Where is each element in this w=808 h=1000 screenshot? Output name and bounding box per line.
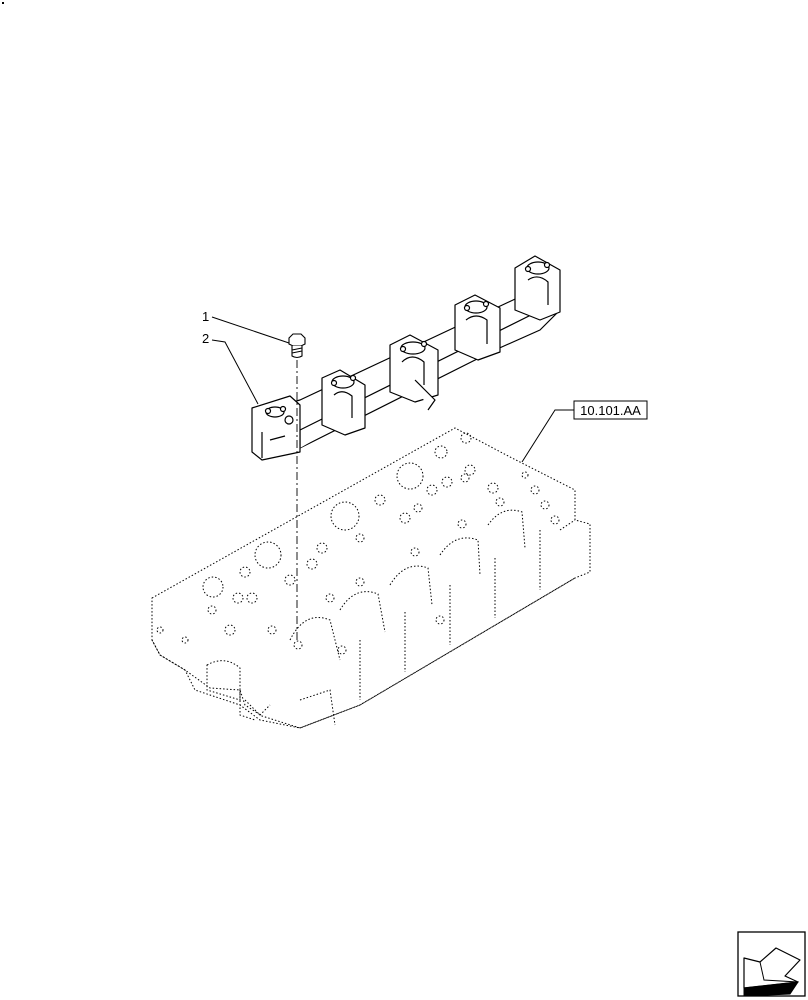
corner-mark	[2, 2, 4, 4]
reference-callout[interactable]: 10.101.AA	[521, 400, 648, 463]
deck-holes	[156, 432, 560, 655]
callout-1-leader	[211, 316, 290, 344]
callout-1: 1	[202, 309, 290, 344]
rocker-shaft-support	[251, 255, 561, 461]
callout-2-leader	[211, 339, 259, 405]
reference-label[interactable]: 10.101.AA	[580, 403, 641, 418]
cylinder-head	[151, 427, 591, 729]
callout-1-label: 1	[202, 309, 209, 324]
reference-leader	[521, 409, 574, 463]
bolt	[288, 333, 306, 359]
callout-2-label: 2	[202, 331, 209, 346]
back-arrow-icon[interactable]	[737, 931, 806, 997]
callout-2: 2	[202, 331, 259, 405]
